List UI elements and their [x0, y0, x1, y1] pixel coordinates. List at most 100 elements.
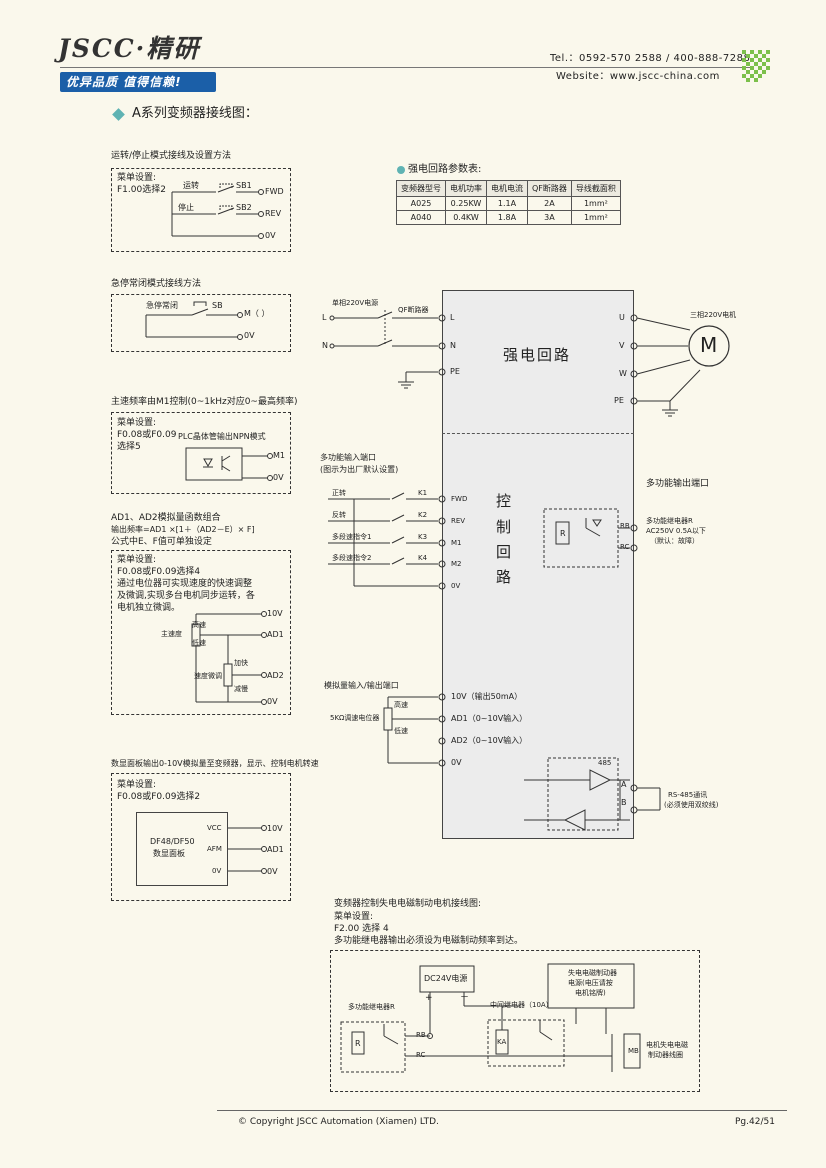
- term-analog-0v: 0V: [451, 758, 462, 767]
- supply-label: 单相220V电源: [332, 299, 379, 307]
- panel-vcc-label: VCC: [207, 824, 222, 832]
- control-circuit-label-3: 回: [496, 543, 512, 561]
- sec5-menu-label: 菜单设置:: [117, 780, 157, 790]
- relay-note-2: AC250V 0.5A以下: [646, 527, 706, 535]
- rs485-note-1: RS-485通讯: [668, 791, 708, 799]
- term-ad2: AD2（0~10V输入）: [451, 736, 528, 745]
- brake-menu-label: 菜单设置:: [334, 912, 374, 922]
- sec3-m1-label: M1: [273, 451, 285, 460]
- sec3-menu-label: 菜单设置:: [117, 418, 157, 428]
- term-b: B: [621, 798, 627, 807]
- sec5-menu-value: F0.08或F0.09选择2: [117, 792, 201, 802]
- sec3-plc-label: PLC晶体管输出NPN模式: [178, 432, 266, 441]
- input-ms1-name: 多段速指令1: [332, 533, 372, 541]
- params-col-header: QF断路器: [527, 180, 572, 197]
- input-k4: K4: [418, 554, 428, 562]
- brake-rc-label: RC: [416, 1051, 426, 1059]
- sec4-box: [111, 550, 291, 715]
- mid-relay-label: 中间继电器（10A）: [490, 1001, 553, 1009]
- term-rev: REV: [451, 517, 466, 525]
- rs485-note-2: (必须使用双绞线): [664, 801, 719, 809]
- motor-label: 三相220V电机: [690, 311, 737, 319]
- brake-coil-1: 电机失电电磁: [646, 1041, 688, 1049]
- motor-icon: M: [700, 333, 718, 357]
- params-bullet-icon: [397, 166, 405, 174]
- panel-afm-label: AFM: [207, 845, 222, 853]
- params-title: 强电回路参数表:: [408, 164, 482, 175]
- sec1-sb1-label: SB1: [236, 181, 252, 190]
- brake-note: 多功能继电器输出必须设为电磁制动频率到达。: [334, 936, 524, 946]
- term-pe2-label: PE: [614, 396, 624, 405]
- input-k3: K3: [418, 533, 428, 541]
- sec3-menu-value: F0.08或F0.09: [117, 430, 177, 440]
- table-cell: 1.8A: [486, 210, 528, 225]
- table-cell: 1mm²: [570, 210, 621, 225]
- sec1-stop-label: 停止: [178, 203, 194, 212]
- sec2-box: [111, 294, 291, 352]
- params-header-row: 变频器型号 电机功率 电机电流 QF断路器 导线截面积: [396, 180, 621, 197]
- panel-0v-label: 0V: [212, 867, 222, 875]
- sec4-menu-label: 菜单设置:: [117, 555, 157, 565]
- term-l-label: L: [450, 313, 455, 322]
- display-panel-name: 数显面板: [153, 849, 185, 858]
- company-logo: JSCC·精研: [58, 34, 201, 63]
- sec3-0v-label: 0V: [273, 473, 284, 482]
- sec1-menu-value: F1.00选择2: [117, 185, 166, 195]
- term-u-label: U: [619, 313, 625, 322]
- dc-minus-label: －: [460, 993, 470, 1003]
- sec4-ad2-label: AD2: [267, 671, 284, 680]
- input-k2: K2: [418, 511, 428, 519]
- term-w-label: W: [619, 369, 627, 378]
- brake-menu-value: F2.00 选择 4: [334, 924, 389, 934]
- control-circuit-label-1: 控: [496, 492, 512, 510]
- brake-ctrl-3: 电机铭牌): [575, 989, 606, 997]
- dc-plus-label: +: [425, 993, 433, 1003]
- mf-input-title: 多功能输入端口: [320, 453, 376, 462]
- sec1-sb2-label: SB2: [236, 203, 252, 212]
- power-circuit-label: 强电回路: [503, 346, 572, 364]
- brake-ctrl-1: 失电电磁制动器: [568, 969, 617, 977]
- supply-n-label: N: [322, 341, 328, 350]
- inverter-body: [442, 290, 634, 839]
- term-fwd: FWD: [451, 495, 468, 503]
- sec1-menu-label: 菜单设置:: [117, 173, 157, 183]
- sec5-title: 数显面板输出0-10V模拟量至变频器，显示、控制电机转速: [111, 759, 319, 768]
- sec1-title: 运转/停止模式接线及设置方法: [111, 151, 232, 161]
- sec1-fwd-label: FWD: [265, 187, 284, 196]
- supply-l-label: L: [322, 313, 327, 322]
- sec1-run-label: 运转: [183, 181, 199, 190]
- footer-divider: [217, 1110, 787, 1111]
- sec5-box: [111, 773, 291, 901]
- sec4-high-label: 高速: [192, 621, 206, 629]
- control-circuit-label-4: 路: [496, 568, 512, 586]
- term-rc: RC: [620, 543, 630, 551]
- sec3-title: 主速频率由M1控制(0~1kHz对应0~最高频率): [111, 397, 298, 407]
- page-number: Pg.42/51: [735, 1117, 775, 1127]
- input-fwd-name: 正转: [332, 489, 346, 497]
- sec1-box: [111, 168, 291, 252]
- header-website: Website：www.jscc-china.com: [556, 71, 720, 82]
- sec2-0v-label: 0V: [244, 331, 255, 340]
- params-table: 变频器型号 电机功率 电机电流 QF断路器 导线截面积 A025 0.25KW …: [396, 180, 621, 225]
- analog-title: 模拟量输入/输出端口: [324, 681, 399, 690]
- sec4-decel-label: 减慢: [234, 685, 248, 693]
- brake-rb-label: RB: [416, 1031, 426, 1039]
- brake-r-label: R: [355, 1039, 361, 1048]
- sec4-desc-1: 通过电位器可实现速度的快速调整: [117, 579, 253, 589]
- sec4-desc-3: 电机独立微调。: [117, 603, 181, 613]
- pot-label: 5KΩ调速电位器: [330, 714, 380, 722]
- params-col-header: 电机电流: [486, 180, 528, 197]
- sec4-desc-2: 及微调,实现多台电机同步运转，各: [117, 591, 255, 601]
- sec4-0v-label: 0V: [267, 697, 278, 706]
- sec5-0v-label: 0V: [267, 867, 278, 876]
- sec4-title: AD1、AD2模拟量函数组合: [111, 513, 221, 523]
- pot-high-label: 高速: [394, 701, 408, 709]
- sec2-title: 急停常闭模式接线方法: [111, 279, 202, 289]
- sec4-10v-label: 10V: [267, 609, 283, 618]
- sec4-fine-label: 速度微调: [194, 672, 222, 680]
- display-panel: [136, 812, 228, 886]
- term-m1: M1: [451, 539, 462, 547]
- brake-relay-label: 多功能继电器R: [348, 1003, 395, 1011]
- sec4-formula: 输出频率=AD1 ×[1＋（AD2－E）× F]: [111, 525, 255, 534]
